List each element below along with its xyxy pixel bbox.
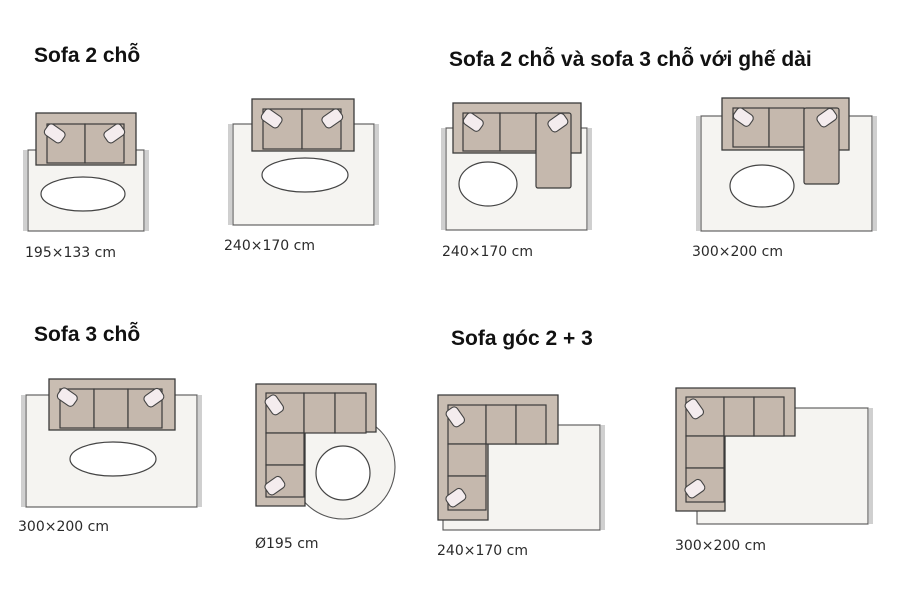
rug-fringe: [869, 408, 873, 524]
coffee-table-oval: [69, 441, 157, 477]
sofa-2-seat: [35, 112, 137, 166]
sofa-3-seat-chaise: [452, 102, 582, 189]
sofa-3-seat-chaise: [721, 97, 850, 185]
rug-fringe: [441, 128, 592, 230]
coffee-table-oval: [458, 161, 518, 207]
layout-3-diagram: [441, 102, 592, 231]
layout-6-diagram: [255, 383, 396, 520]
corner-sofa: [437, 394, 559, 521]
heading-sofa-3-seat: Sofa 3 chỗ: [34, 323, 141, 346]
rug-fringe: [21, 395, 202, 507]
layout-4-diagram: [696, 97, 877, 232]
rug-fringe: [23, 150, 149, 231]
size-label-layout-7: 240×170 cm: [437, 543, 528, 559]
heading-sofa-2-seat: Sofa 2 chỗ: [34, 44, 141, 67]
coffee-table-oval: [40, 176, 126, 212]
layout-8-diagram: [675, 387, 873, 525]
heading-corner-sofa: Sofa góc 2 + 3: [451, 327, 593, 350]
rug-fringe: [228, 124, 379, 225]
layout-1-diagram: [23, 112, 149, 232]
coffee-table-oval: [729, 164, 795, 208]
size-label-layout-1: 195×133 cm: [25, 245, 116, 261]
sofa-3-seat: [48, 378, 176, 431]
size-label-layout-8: 300×200 cm: [675, 538, 766, 554]
layout-5-diagram: [21, 378, 202, 508]
heading-sofa-2-and-3-seat-chaise: Sofa 2 chỗ và sofa 3 chỗ với ghế dài: [449, 48, 812, 71]
size-label-layout-3: 240×170 cm: [442, 244, 533, 260]
rug-fringe: [601, 425, 605, 530]
coffee-table-round: [315, 445, 371, 501]
size-label-layout-5: 300×200 cm: [18, 519, 109, 535]
rug-fringe: [696, 116, 877, 231]
size-label-layout-4: 300×200 cm: [692, 244, 783, 260]
layout-2-diagram: [228, 98, 379, 226]
corner-sofa: [675, 387, 796, 512]
size-label-layout-2: 240×170 cm: [224, 238, 315, 254]
corner-sofa: [255, 383, 377, 507]
layout-7-diagram: [437, 394, 605, 531]
size-label-layout-6: Ø195 cm: [255, 536, 319, 552]
sofa-2-seat: [251, 98, 355, 152]
coffee-table-oval: [261, 157, 349, 193]
